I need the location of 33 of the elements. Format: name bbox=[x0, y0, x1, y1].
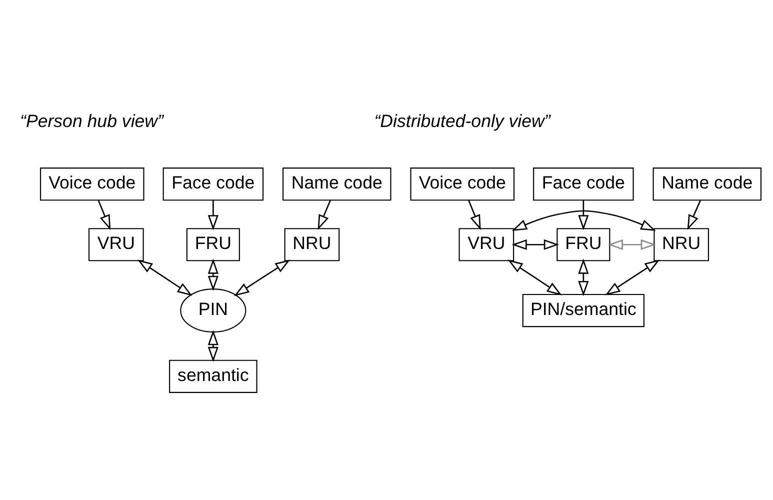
arrow bbox=[98, 200, 111, 230]
node-box: NRU bbox=[654, 228, 709, 262]
node-box: Face code bbox=[533, 168, 634, 201]
node-box: VRU bbox=[458, 228, 514, 262]
label: “Distributed-only view” bbox=[374, 111, 550, 132]
arrow bbox=[512, 210, 656, 231]
arrow bbox=[137, 260, 192, 296]
node-box: Voice code bbox=[40, 168, 144, 201]
node-box: NRU bbox=[284, 228, 340, 262]
arrow bbox=[512, 239, 560, 250]
node-ellipse: PIN bbox=[180, 288, 246, 332]
node-box: FRU bbox=[556, 228, 610, 262]
node-box: Face code bbox=[162, 168, 264, 201]
arrow bbox=[208, 200, 218, 230]
arrow bbox=[208, 258, 218, 291]
arrow bbox=[578, 258, 589, 296]
node-box: VRU bbox=[88, 228, 144, 262]
arrow bbox=[687, 200, 701, 230]
node-box: Name code bbox=[652, 168, 762, 201]
node-box: Name code bbox=[282, 168, 392, 201]
arrow bbox=[318, 200, 331, 230]
arrow bbox=[605, 260, 660, 296]
node-box: Voice code bbox=[410, 168, 515, 201]
arrow bbox=[508, 260, 562, 296]
arrow bbox=[578, 200, 589, 230]
arrow bbox=[234, 260, 290, 296]
node-box: FRU bbox=[186, 228, 240, 262]
node-box: semantic bbox=[169, 360, 258, 393]
label: “Person hub view” bbox=[20, 111, 164, 132]
arrow bbox=[608, 239, 656, 250]
node-box: PIN/semantic bbox=[522, 294, 644, 328]
arrow bbox=[468, 200, 481, 230]
arrow bbox=[208, 330, 218, 362]
